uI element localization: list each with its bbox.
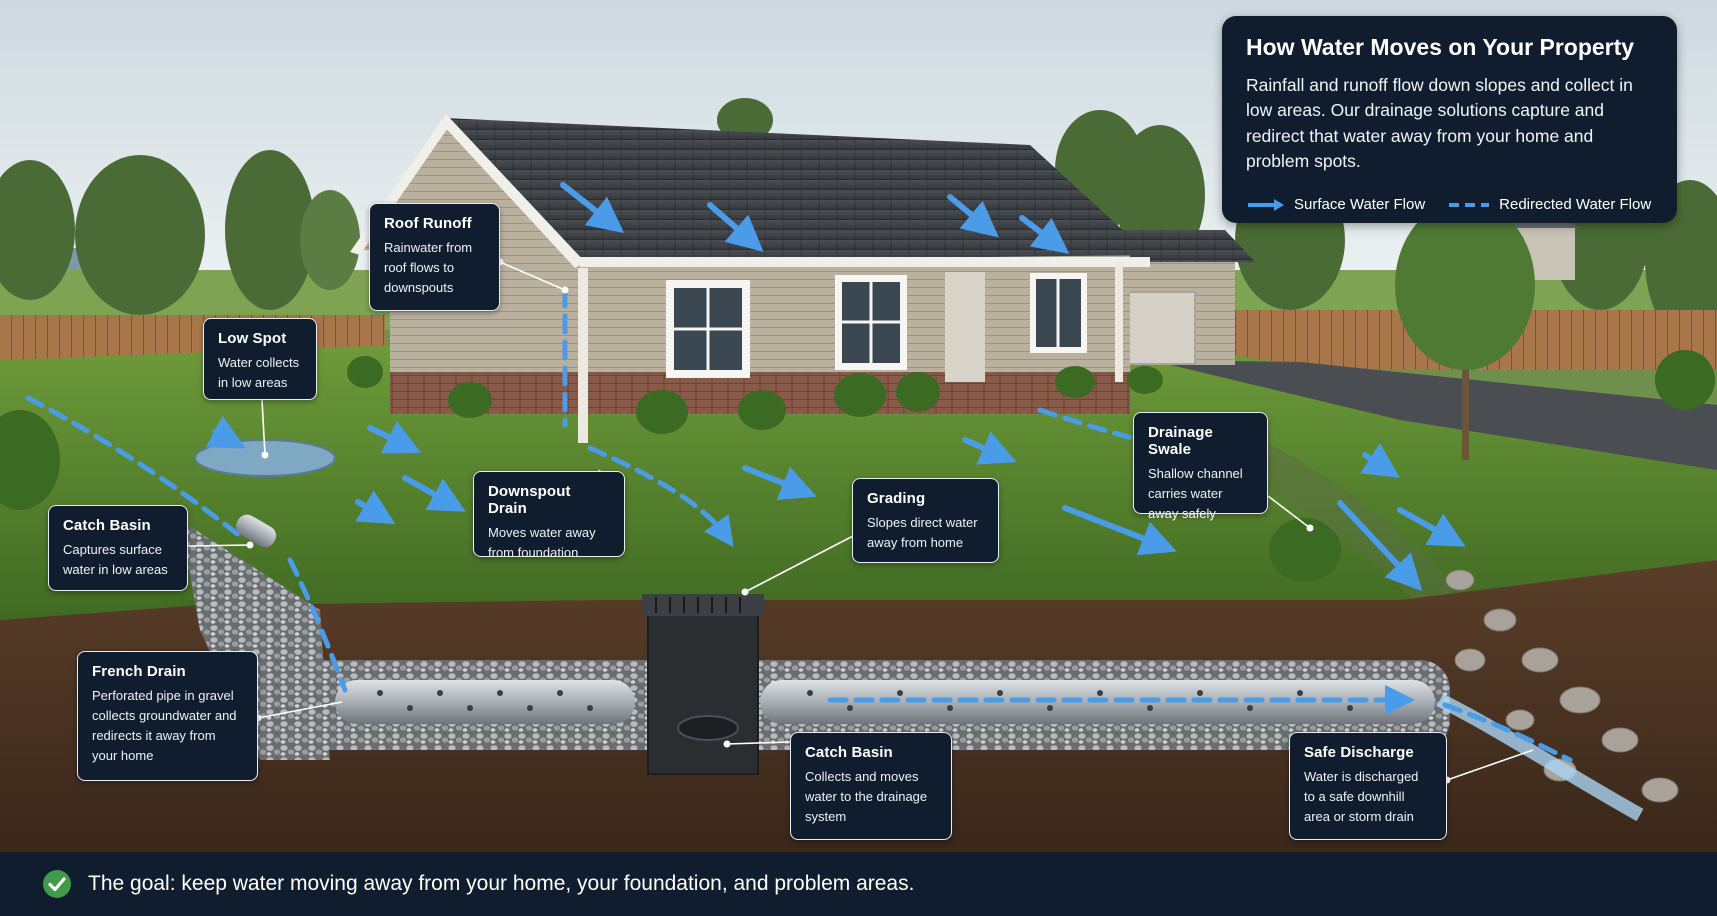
check-circle-icon <box>43 870 71 898</box>
callout-low-spot: Low Spot Water collects in low areas <box>203 318 317 400</box>
yard-tree-canopy <box>1395 200 1535 370</box>
legend-redirected-label: Redirected Water Flow <box>1499 196 1652 213</box>
driveway <box>1150 360 1717 470</box>
discharge-rocks <box>1445 569 1679 803</box>
legend-redirected-flow: Redirected Water Flow <box>1447 196 1651 213</box>
callout-description: Perforated pipe in gravel collects groun… <box>92 688 237 764</box>
catch-basin-box <box>647 611 759 775</box>
legend-surface-flow: Surface Water Flow <box>1246 196 1425 213</box>
discharge-water <box>1436 693 1644 822</box>
callout-title: Catch Basin <box>63 517 151 534</box>
callout-description: Water collects in low areas <box>218 355 300 391</box>
callout-safe-discharge: Safe Discharge Water is discharged to a … <box>1289 732 1447 840</box>
info-description: Rainfall and runoff flow down slopes and… <box>1246 75 1633 172</box>
info-panel: How Water Moves on Your Property Rainfal… <box>1222 16 1677 223</box>
callout-title: Downspout Drain <box>488 483 571 517</box>
callout-drainage-swale: Drainage Swale Shallow channel carries w… <box>1133 412 1268 521</box>
callout-description: Slopes direct water away from home <box>867 515 978 551</box>
dashed-arrow-icon <box>1449 202 1490 207</box>
catch-basin-grate <box>642 594 764 616</box>
callout-grading: Grading Slopes direct water away from ho… <box>852 478 999 563</box>
callout-description: Captures surface water in low areas <box>63 542 168 578</box>
yard-tree-trunk <box>1462 300 1469 460</box>
legend-surface-label: Surface Water Flow <box>1294 196 1426 213</box>
shrubs <box>0 350 1715 582</box>
callout-description: Rainwater from roof flows to downspouts <box>384 240 473 296</box>
callout-title: Roof Runoff <box>384 215 472 232</box>
catch-basin-bucket <box>677 715 739 741</box>
garage-door <box>1124 291 1196 365</box>
callout-description: Collects and moves water to the drainage… <box>805 769 928 825</box>
french-drain-pipe <box>335 680 635 724</box>
pipe-perforations <box>377 690 1353 711</box>
callout-roof-runoff: Roof Runoff Rainwater from roof flows to… <box>369 203 500 311</box>
goal-banner: The goal: keep water moving away from yo… <box>0 852 1717 916</box>
callout-title: Grading <box>867 490 926 507</box>
flow-legend: Surface Water Flow Redirected Water Flow <box>1246 196 1673 213</box>
catch-basin-grate-bars <box>655 597 741 613</box>
callout-description: Shallow channel carries water away safel… <box>1148 466 1243 522</box>
callout-description: Moves water away from foundation <box>488 525 596 561</box>
callout-description: Water is discharged to a safe downhill a… <box>1304 769 1419 825</box>
surface-water-flow-arrows <box>205 182 1466 592</box>
callout-title: French Drain <box>92 663 186 680</box>
callout-catch-basin-surface: Catch Basin Captures surface water in lo… <box>48 505 188 591</box>
callout-title: Safe Discharge <box>1304 744 1414 761</box>
callout-title: Low Spot <box>218 330 287 347</box>
gravel-slope <box>180 520 330 760</box>
solid-arrow-icon <box>1248 198 1284 211</box>
callout-title: Drainage Swale <box>1148 424 1213 458</box>
goal-text: The goal: keep water moving away from yo… <box>88 872 915 895</box>
callout-downspout-drain: Downspout Drain Moves water away from fo… <box>473 471 625 560</box>
callout-title: Catch Basin <box>805 744 893 761</box>
surface-catch-basin-pipe <box>235 514 277 548</box>
callout-catch-basin-underground: Catch Basin Collects and moves water to … <box>790 732 952 840</box>
info-title: How Water Moves on Your Property <box>1246 34 1635 60</box>
callout-french-drain: French Drain Perforated pipe in gravel c… <box>77 651 258 781</box>
